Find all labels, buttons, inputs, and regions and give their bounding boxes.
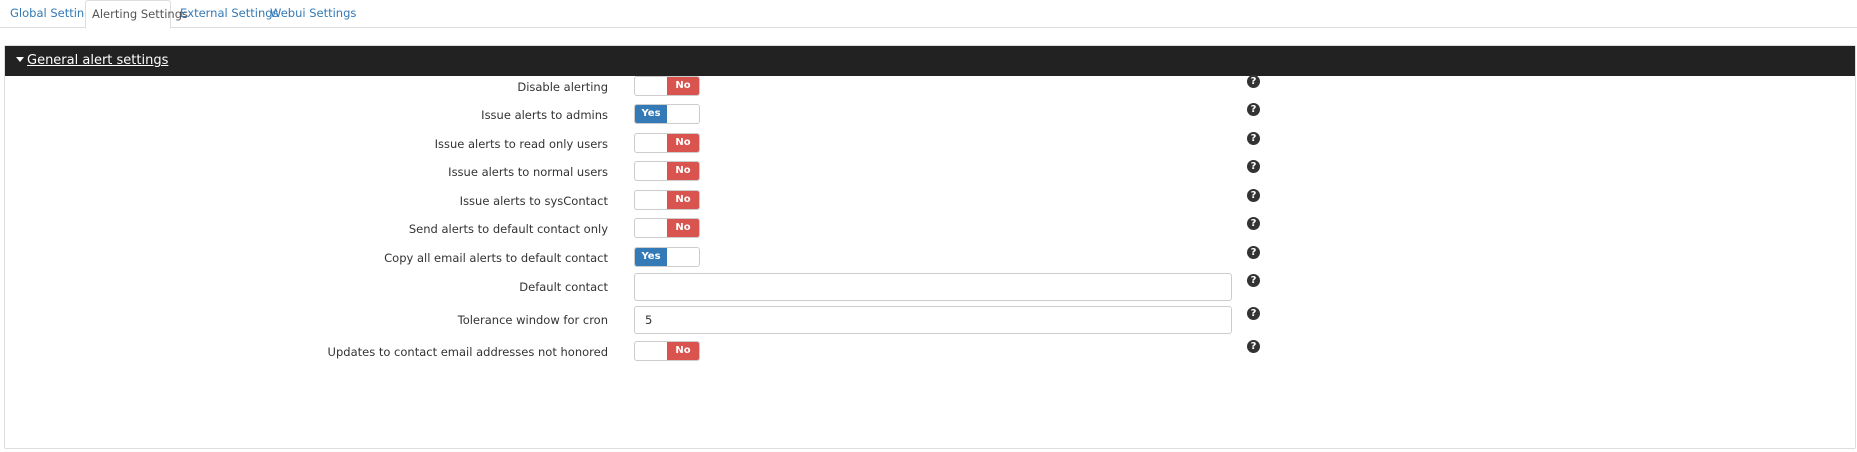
question-circle-icon[interactable]: ?: [1247, 246, 1260, 259]
caret-down-icon: [16, 57, 24, 62]
setting-row-default-contact: Default contact ?: [5, 272, 1855, 301]
setting-row-updates-not-honored: Updates to contact email addresses not h…: [5, 338, 1855, 366]
toggle-state: No: [667, 162, 699, 180]
question-circle-icon[interactable]: ?: [1247, 160, 1260, 173]
copy-email-alerts-toggle[interactable]: Yes: [634, 247, 700, 267]
settings-tabs: Global Settings Alerting Settings Extern…: [0, 0, 1857, 29]
tab-external-settings[interactable]: External Settings: [180, 6, 279, 20]
setting-row-send-default-only: Send alerts to default contact only No ?: [5, 215, 1855, 243]
tab-global-settings[interactable]: Global Settings: [10, 6, 98, 20]
setting-label: Default contact: [519, 280, 608, 294]
setting-label: Issue alerts to normal users: [448, 165, 608, 179]
toggle-state: No: [667, 191, 699, 209]
toggle-state: No: [667, 219, 699, 237]
setting-label: Tolerance window for cron: [457, 313, 608, 327]
question-circle-icon[interactable]: ?: [1247, 274, 1260, 287]
default-contact-input[interactable]: [634, 273, 1232, 301]
setting-label: Issue alerts to sysContact: [459, 194, 608, 208]
toggle-state: Yes: [635, 248, 667, 266]
setting-row-issue-alerts-admins: Issue alerts to admins Yes ?: [5, 101, 1855, 129]
toggle-state: No: [667, 342, 699, 360]
issue-alerts-normal-toggle[interactable]: No: [634, 161, 700, 181]
disable-alerting-toggle[interactable]: No: [634, 76, 700, 96]
general-alert-settings-panel: General alert settings Disable alerting …: [4, 45, 1856, 449]
setting-label: Send alerts to default contact only: [408, 222, 608, 236]
toggle-state: No: [667, 77, 699, 95]
setting-row-issue-alerts-syscontact: Issue alerts to sysContact No ?: [5, 187, 1855, 215]
tolerance-window-input[interactable]: [634, 306, 1232, 334]
question-circle-icon[interactable]: ?: [1247, 103, 1260, 116]
question-circle-icon[interactable]: ?: [1247, 189, 1260, 202]
question-circle-icon[interactable]: ?: [1247, 340, 1260, 353]
toggle-state: Yes: [635, 105, 667, 123]
setting-label: Updates to contact email addresses not h…: [327, 345, 608, 359]
send-default-only-toggle[interactable]: No: [634, 218, 700, 238]
setting-label: Disable alerting: [517, 80, 608, 94]
setting-row-issue-alerts-normal: Issue alerts to normal users No ?: [5, 158, 1855, 186]
setting-label: Issue alerts to admins: [481, 108, 608, 122]
tab-webui-settings[interactable]: Webui Settings: [270, 6, 357, 20]
question-circle-icon[interactable]: ?: [1247, 132, 1260, 145]
setting-row-tolerance-window: Tolerance window for cron ?: [5, 305, 1855, 334]
toggle-state: No: [667, 134, 699, 152]
issue-alerts-syscontact-toggle[interactable]: No: [634, 190, 700, 210]
panel-heading-toggle[interactable]: General alert settings: [5, 46, 1855, 76]
setting-row-issue-alerts-read-only: Issue alerts to read only users No ?: [5, 130, 1855, 158]
setting-row-disable-alerting: Disable alerting No ?: [5, 73, 1855, 101]
updates-not-honored-toggle[interactable]: No: [634, 341, 700, 361]
tab-alerting-settings[interactable]: Alerting Settings: [85, 0, 188, 29]
setting-row-copy-email-alerts: Copy all email alerts to default contact…: [5, 244, 1855, 272]
panel-title: General alert settings: [27, 53, 169, 68]
question-circle-icon[interactable]: ?: [1247, 75, 1260, 88]
setting-label: Copy all email alerts to default contact: [384, 251, 608, 265]
issue-alerts-admins-toggle[interactable]: Yes: [634, 104, 700, 124]
issue-alerts-read-only-toggle[interactable]: No: [634, 133, 700, 153]
question-circle-icon[interactable]: ?: [1247, 307, 1260, 320]
question-circle-icon[interactable]: ?: [1247, 217, 1260, 230]
setting-label: Issue alerts to read only users: [434, 137, 608, 151]
